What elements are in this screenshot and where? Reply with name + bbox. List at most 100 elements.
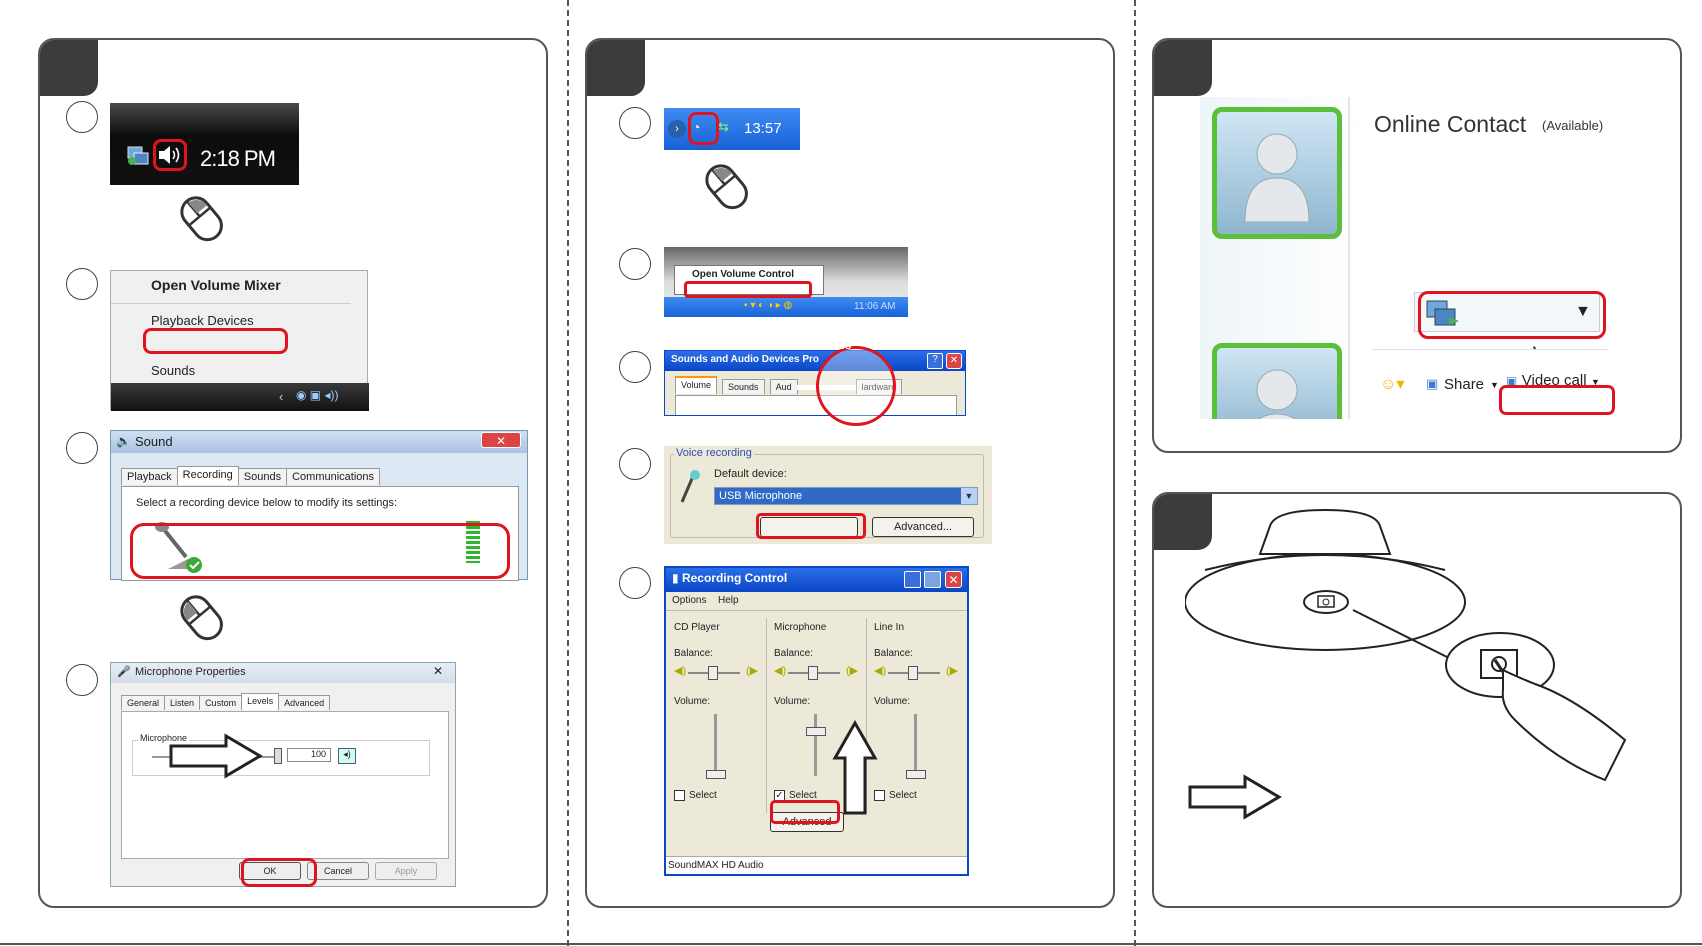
balance-slider-thumb[interactable] (708, 666, 718, 680)
tab-audio[interactable]: Aud (769, 379, 798, 394)
ok-highlight (241, 858, 317, 887)
tab-sounds[interactable]: Sounds (722, 379, 765, 394)
activities-dropdown[interactable]: ▼ (1414, 292, 1600, 332)
right-click-mouse-icon (180, 196, 223, 242)
tab-levels[interactable]: Levels (241, 693, 280, 710)
volume-icon[interactable]: ◔ (692, 119, 701, 135)
volume-button-highlight (756, 513, 866, 539)
balance-left-icon: ◀) (874, 665, 887, 677)
default-device-select[interactable]: USB Microphone ▼ (714, 487, 978, 505)
unchecked-icon[interactable] (874, 790, 885, 801)
status-bar: SoundMAX HD Audio (666, 856, 967, 874)
tab-volume[interactable]: Volume (675, 376, 718, 394)
speaker-icon[interactable] (155, 143, 181, 167)
volume-slider-thumb[interactable] (906, 770, 926, 779)
adjust-audio-highlight (684, 281, 812, 298)
menu-options[interactable]: Options (672, 595, 707, 606)
sound-tab-body: Select a recording device below to modif… (121, 486, 519, 581)
sad-body (675, 395, 957, 415)
advanced-button[interactable]: Advanced... (872, 517, 974, 537)
tab-custom[interactable]: Custom (199, 695, 243, 710)
volume-label: Volume: (874, 696, 911, 707)
dropdown-arrow-icon[interactable]: ▼ (1575, 303, 1591, 320)
select-checkbox[interactable]: Select (874, 790, 917, 801)
level-slider-thumb[interactable] (274, 748, 282, 764)
tab-playback[interactable]: Playback (121, 468, 178, 485)
tab-communications[interactable]: Communications (286, 468, 381, 485)
tab-sounds[interactable]: Sounds (237, 468, 288, 485)
network-icon[interactable]: ⇆ (718, 119, 729, 134)
xp-taskbar: › ◔ ⇆ 13:57 (664, 108, 800, 150)
microphone-device-row[interactable] (138, 515, 508, 575)
right-arrow-icon (169, 733, 263, 779)
right-arrow-icon (1188, 774, 1282, 820)
avatar-frame (1212, 107, 1342, 239)
video-call-button[interactable]: ▣ Video call ▼ (1506, 372, 1606, 394)
level-value-field[interactable]: 100 (287, 748, 331, 762)
cancel-button[interactable]: Cancel (307, 862, 369, 880)
balance-label: Balance: (874, 648, 913, 659)
help-button[interactable]: ? (927, 353, 943, 369)
balance-slider-thumb[interactable] (808, 666, 818, 680)
menu-item-sounds[interactable]: Sounds (151, 363, 196, 378)
network-icon[interactable] (126, 145, 150, 165)
step-circle-2 (66, 268, 98, 300)
close-icon[interactable]: ✕ (945, 571, 962, 588)
close-icon[interactable]: ✕ (433, 664, 444, 678)
share-button[interactable]: Share (1444, 376, 1485, 393)
menu-item-open-volume-mixer[interactable]: Open Volume Mixer (151, 277, 281, 293)
level-meter (466, 521, 480, 563)
volume-icon-highlight (688, 112, 719, 145)
volume-label: Volume: (674, 696, 711, 707)
volume-track (814, 714, 817, 776)
column-divider (866, 618, 867, 813)
volume-slider-thumb[interactable] (706, 770, 726, 779)
minimize-button[interactable] (904, 571, 921, 588)
separator-right (1134, 0, 1136, 946)
maximize-button[interactable] (924, 571, 941, 588)
balance-label: Balance: (774, 648, 813, 659)
speaker-icon: 🔈 (116, 434, 131, 448)
tab-advanced[interactable]: Advanced (278, 695, 331, 710)
share-dropdown-icon[interactable]: ▼ (1490, 380, 1499, 390)
voice-tab-magnifier (816, 346, 896, 426)
share-icon: ▣ (1426, 376, 1439, 391)
menu-item-open-volume-control[interactable]: Open Volume Control (692, 269, 795, 280)
volume-slider-thumb[interactable] (806, 726, 826, 736)
app-icon: ▮ (672, 571, 682, 585)
step-circle-3 (619, 351, 651, 383)
panel-device-button (1152, 492, 1682, 908)
close-icon[interactable]: ✕ (946, 353, 962, 369)
vista-taskbar: 2:18 PM (110, 103, 299, 185)
clock-text: 13:57 (744, 120, 782, 137)
select-label: Select (889, 790, 917, 802)
unchecked-icon[interactable] (674, 790, 685, 801)
levels-body: Microphone 100 ◂) (121, 711, 449, 859)
tray-chevron-icon[interactable]: › (668, 120, 686, 138)
close-icon[interactable]: ✕ (481, 432, 521, 448)
mute-speaker-icon[interactable]: ◂) (338, 748, 356, 764)
tab-recording[interactable]: Recording (176, 466, 239, 485)
step-tab (1154, 494, 1212, 550)
chevron-down-icon: ▼ (1591, 377, 1600, 387)
dialog-title: Sound (135, 434, 173, 449)
menu-help[interactable]: Help (718, 595, 739, 606)
emoticon-icon[interactable]: ☺▾ (1380, 376, 1405, 393)
apply-button[interactable]: Apply (375, 862, 437, 880)
ok-button[interactable]: OK (239, 862, 301, 880)
menu-divider (111, 303, 351, 304)
balance-slider-thumb[interactable] (908, 666, 918, 680)
select-checkbox[interactable]: Select (674, 790, 717, 801)
dropdown-arrow-icon[interactable]: ▼ (961, 488, 977, 504)
separator-left (567, 0, 569, 946)
step-tab (1154, 40, 1212, 96)
microphone-icon (155, 522, 202, 573)
speaker-highlight (153, 139, 187, 171)
sound-dialog-title: 🔈 Sound ✕ (111, 431, 527, 453)
tab-listen[interactable]: Listen (164, 695, 201, 710)
step-circle-4 (66, 664, 98, 696)
menu-item-playback-devices[interactable]: Playback Devices (151, 313, 254, 328)
tab-general[interactable]: General (121, 695, 166, 710)
